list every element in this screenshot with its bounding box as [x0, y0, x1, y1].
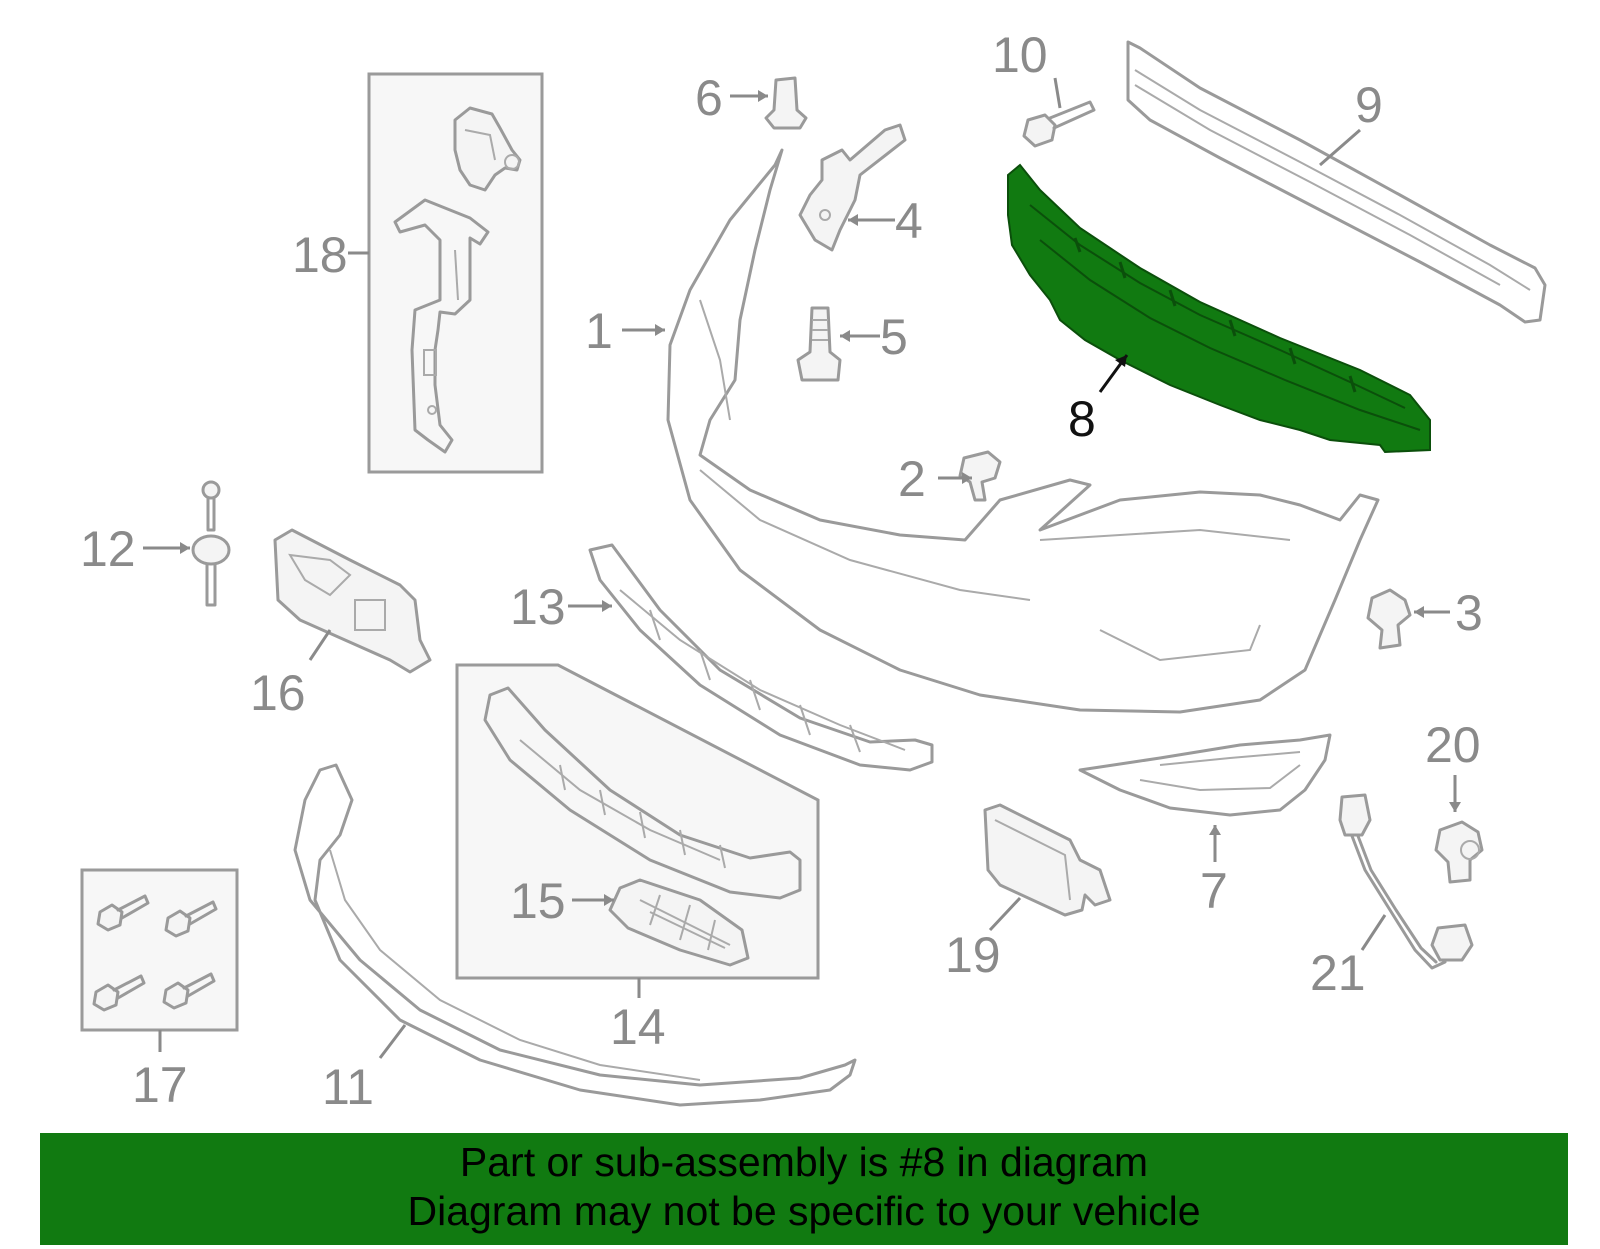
callout-4: 4: [895, 193, 923, 249]
callout-18: 18: [292, 227, 348, 283]
callout-6: 6: [695, 70, 723, 126]
part-14-lower-grille[interactable]: [483, 686, 802, 900]
banner-line-disclaimer: Diagram may not be specific to your vehi…: [407, 1188, 1201, 1234]
leader-9: [1319, 128, 1361, 167]
callout-14: 14: [610, 999, 666, 1055]
part-15-insert[interactable]: [608, 878, 750, 967]
callout-11: 11: [322, 1059, 374, 1115]
info-banner: Part or sub-assembly is #8 in diagram Di…: [40, 1133, 1568, 1245]
part-5-stud[interactable]: [796, 306, 842, 382]
part-9-bar[interactable]: [1126, 40, 1547, 324]
callout-7: 7: [1200, 863, 1228, 919]
callout-21: 21: [1310, 945, 1366, 1001]
callout-12: 12: [80, 521, 136, 577]
part-19-module[interactable]: [983, 803, 1112, 917]
part-8-energy-absorber[interactable]: [1007, 163, 1431, 454]
callout-1: 1: [585, 303, 613, 359]
part-18-sensor[interactable]: [453, 106, 522, 192]
callout-10: 10: [992, 27, 1048, 83]
part-16-plate[interactable]: [273, 528, 432, 674]
part-3-clip[interactable]: [1366, 588, 1412, 650]
callout-16: 16: [250, 665, 306, 721]
part-12-pin[interactable]: [191, 480, 231, 607]
callout-17: 17: [132, 1057, 188, 1113]
part-7-bezel[interactable]: [1078, 733, 1332, 817]
leader-16: [308, 629, 332, 661]
callout-2: 2: [898, 451, 926, 507]
leader-10: [1053, 77, 1062, 109]
banner-line-part-number: Part or sub-assembly is #8 in diagram: [459, 1139, 1149, 1185]
callout-8: 8: [1068, 391, 1096, 447]
part-8-shape: [1007, 163, 1431, 454]
part-17-bolts[interactable]: [92, 894, 218, 1012]
part-20-sensor[interactable]: [1434, 820, 1484, 884]
callout-20: 20: [1425, 717, 1481, 773]
callout-5: 5: [880, 309, 908, 365]
callout-3: 3: [1455, 585, 1483, 641]
callout-13: 13: [510, 579, 566, 635]
part-10-bolt[interactable]: [1022, 100, 1096, 148]
callout-15: 15: [510, 873, 566, 929]
callout-19: 19: [945, 927, 1001, 983]
part-4-bracket[interactable]: [798, 123, 907, 252]
leader-19: [988, 896, 1022, 932]
leader-21: [1360, 914, 1387, 951]
leader-11: [378, 1024, 407, 1059]
part-11-valance[interactable]: [293, 763, 857, 1107]
group-box-14: [455, 663, 820, 980]
callout-9: 9: [1355, 77, 1383, 133]
part-6-clip[interactable]: [764, 76, 808, 130]
part-13-grille[interactable]: [588, 543, 934, 772]
part-18-bracket[interactable]: [393, 198, 490, 454]
part-21-harness[interactable]: [1338, 793, 1474, 970]
part-1-bumper-cover[interactable]: [666, 148, 1380, 714]
